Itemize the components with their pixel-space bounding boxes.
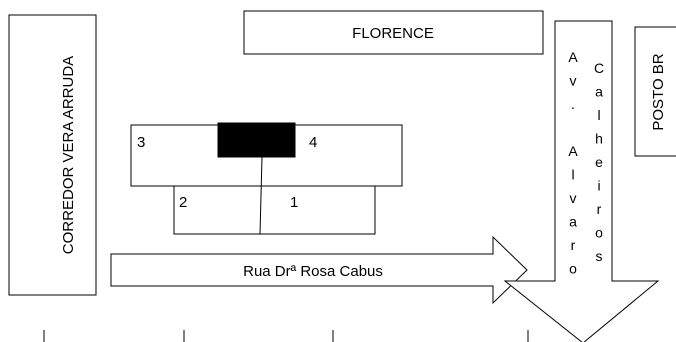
avenue-letter: l	[571, 167, 574, 183]
left-building-box	[8, 14, 97, 296]
box-number-2: 2	[179, 194, 187, 211]
avenue-letter: a	[569, 214, 577, 230]
avenue-arrow	[503, 20, 660, 342]
box-number-4: 4	[309, 134, 317, 151]
avenue-letter: l	[597, 107, 600, 123]
divider-line	[259, 156, 263, 235]
box-number-1: 1	[290, 194, 298, 211]
avenue-letter: C	[594, 60, 604, 76]
avenue-letter: o	[595, 225, 603, 241]
avenue-letter: v	[570, 73, 577, 89]
top-building-box	[243, 10, 544, 55]
top-building-label: FLORENCE	[352, 25, 434, 42]
avenue-letter: A	[568, 49, 578, 65]
avenue-letter: .	[571, 96, 575, 112]
avenue-letter: A	[568, 143, 578, 159]
right-building-box	[634, 26, 676, 157]
street-arrow-label: Rua Drª Rosa Cabus	[243, 263, 383, 280]
box-number-3: 3	[137, 134, 145, 151]
street-arrow	[110, 235, 528, 305]
avenue-letter: r	[597, 201, 602, 217]
avenue-letter: o	[569, 261, 577, 277]
left-building-label: CORREDOR VERA ARRUDA	[60, 56, 77, 254]
right-building-label: POSTO BR	[650, 53, 667, 130]
avenue-letter: r	[571, 237, 576, 253]
lower-box	[173, 185, 376, 235]
avenue-letter: e	[595, 154, 603, 170]
dark-block	[217, 122, 296, 158]
avenue-letter: i	[597, 178, 600, 194]
avenue-letter: v	[570, 190, 577, 206]
avenue-letter: s	[596, 248, 603, 264]
avenue-letter: h	[595, 131, 603, 147]
avenue-letter: a	[595, 84, 603, 100]
